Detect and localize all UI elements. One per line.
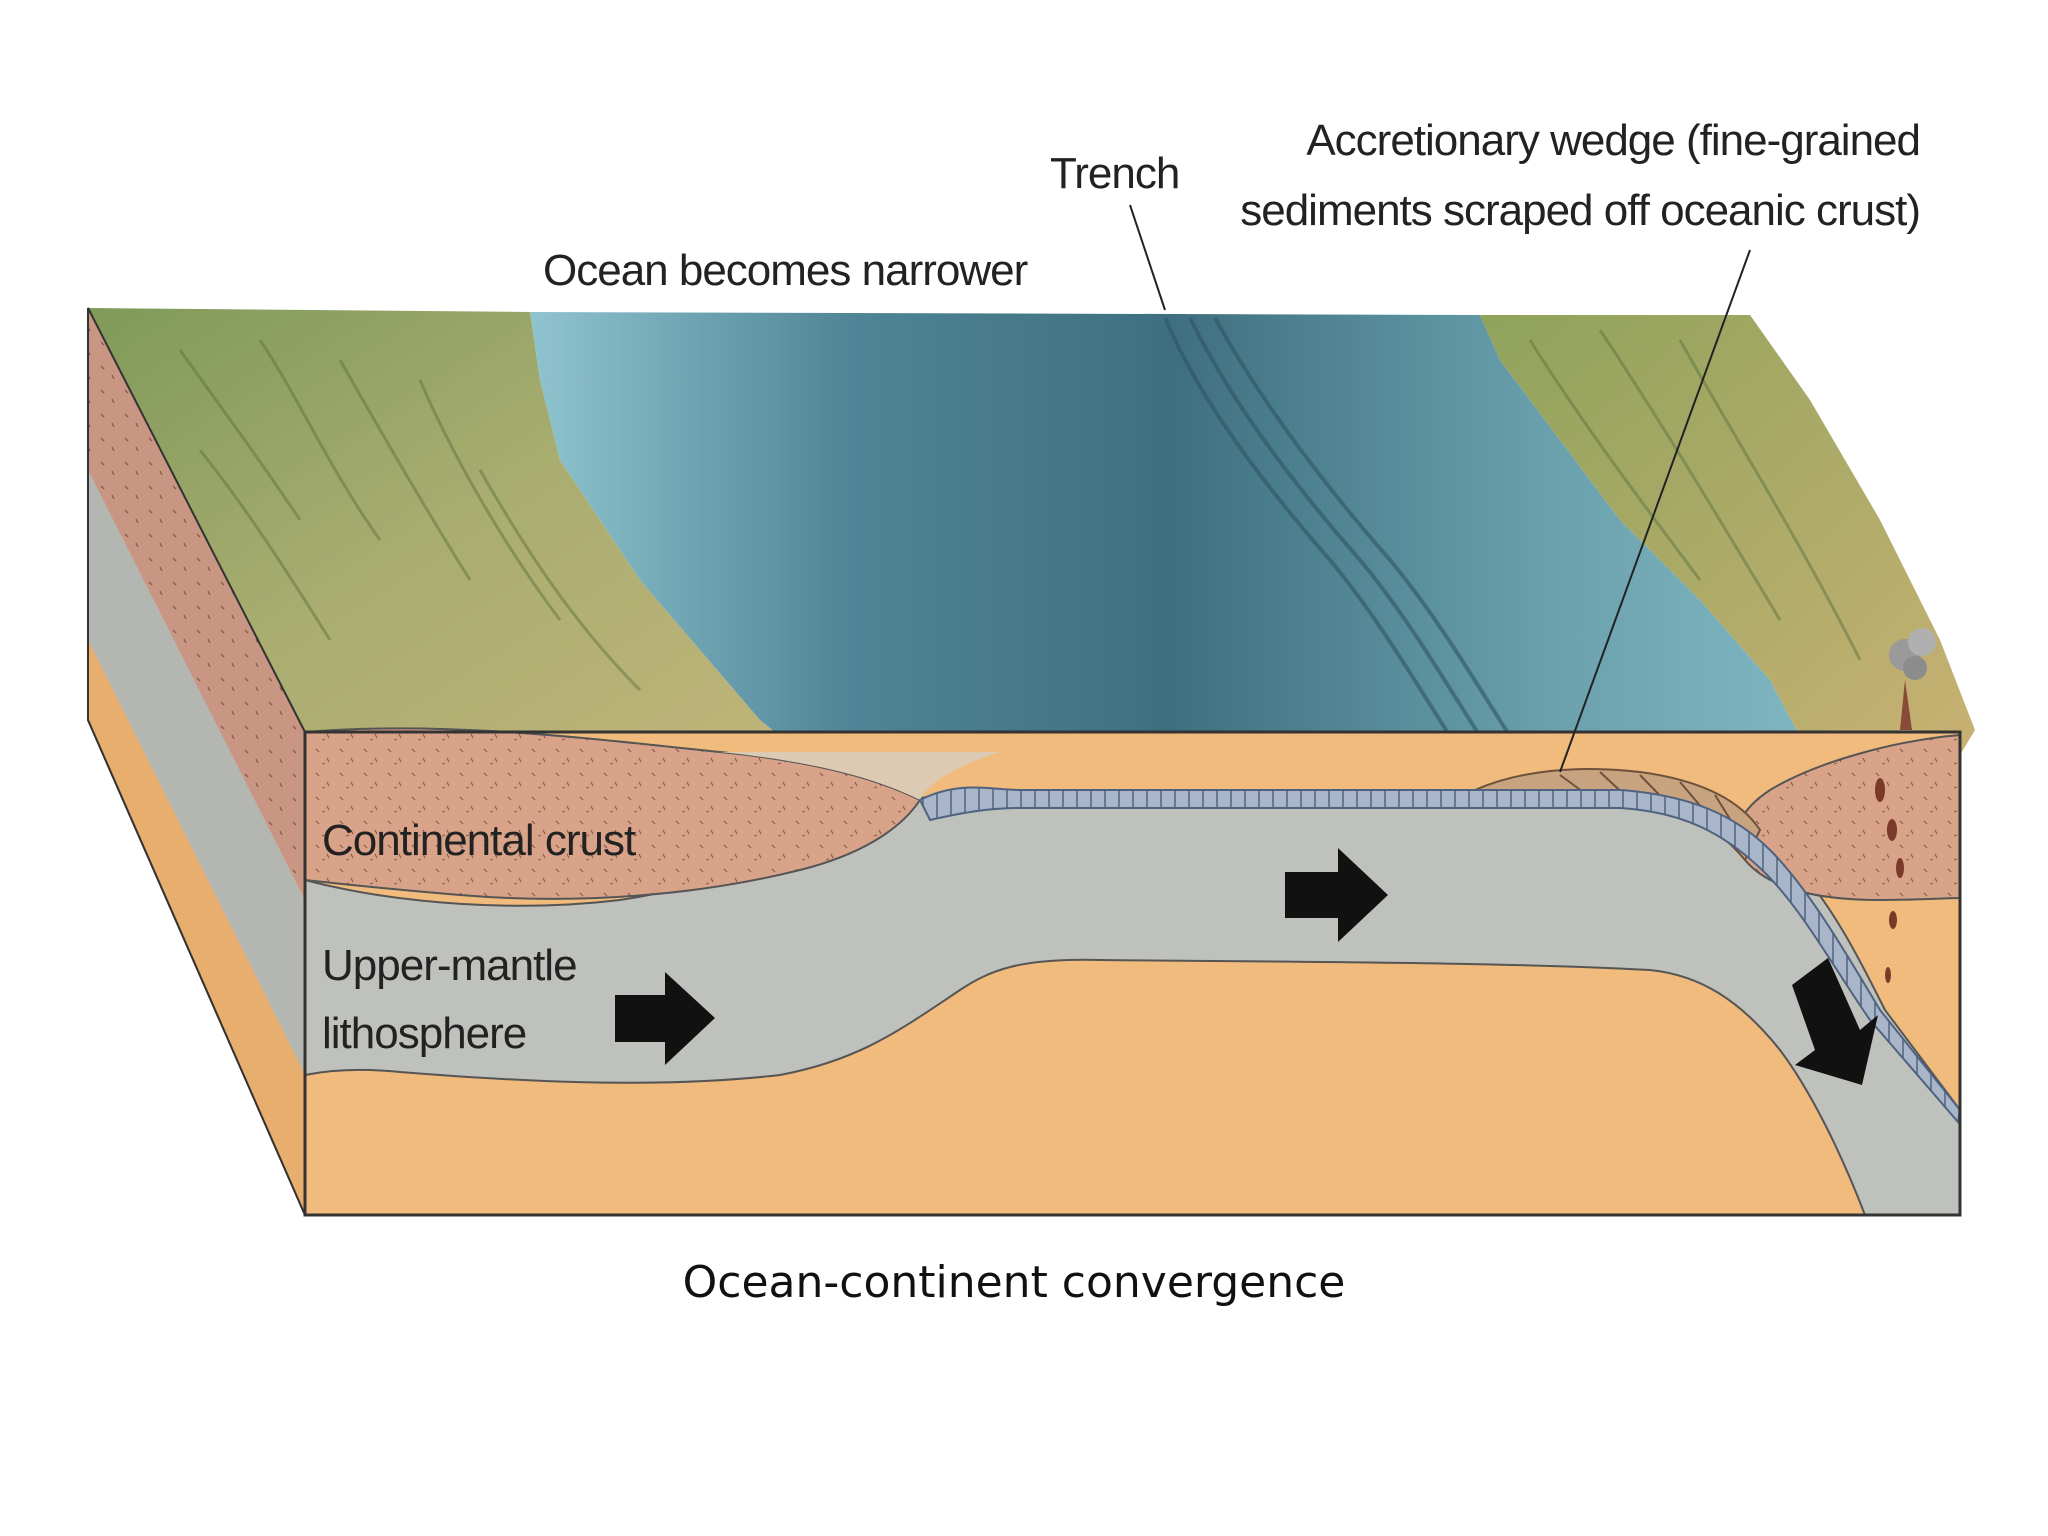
arrow-left-right-icon [615,972,715,1065]
left-continent-surface [88,308,800,752]
block-left-face [87,307,306,1216]
trench-leader-line [1129,204,1166,311]
right-continent-surface [1480,315,1975,755]
continental-crust-left-layer [304,727,922,900]
trench-texture [1163,317,1522,754]
accretionary-leader-line [1559,249,1751,773]
trench-label: Trench [1050,149,1179,198]
sediment-left [720,752,1000,800]
upper-mantle-label-line1: Upper-mantle [322,941,577,990]
arrow-subduction-icon [1792,958,1878,1085]
front-face-outline [303,730,1962,1217]
volcano-plume [1889,628,1936,730]
upper-mantle-label-line2: lithosphere [322,1009,526,1058]
continental-crust-label: Continental crust [322,816,636,865]
magma-droplets [1875,778,1904,983]
ocean-narrower-label: Ocean becomes narrower [543,246,1028,295]
accretionary-wedge-label-line2: sediments scraped off oceanic crust) [1240,186,1920,235]
arrow-middle-right-icon [1285,848,1388,942]
figure-caption: Ocean-continent convergence [683,1257,1346,1308]
accretionary-wedge-label-line1: Accretionary wedge (fine-grained [1306,116,1920,165]
ocean-surface [530,312,1810,755]
